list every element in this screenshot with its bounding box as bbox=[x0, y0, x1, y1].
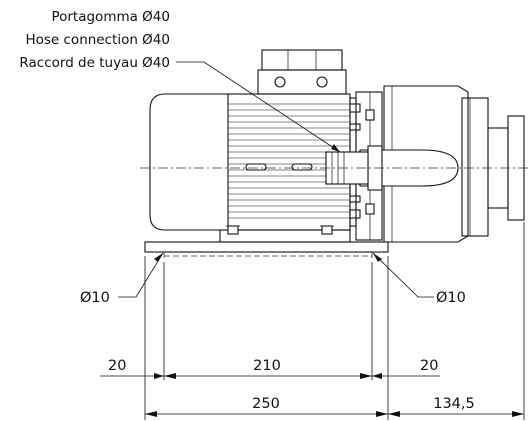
extension-lines bbox=[144, 222, 525, 420]
dimension-left-margin: 20 bbox=[100, 358, 164, 379]
nameplate-slot-left bbox=[245, 163, 267, 171]
lantern-bolt-top bbox=[365, 109, 375, 121]
hole-callout-right: Ø10 bbox=[372, 252, 466, 306]
base-plate-body bbox=[144, 241, 389, 253]
label-italian: Portagomma Ø40 bbox=[51, 9, 170, 25]
hole-left-label: Ø10 bbox=[80, 290, 110, 306]
suction-inlet bbox=[359, 149, 459, 187]
terminal-box-top bbox=[261, 49, 343, 71]
nameplate-slot-right bbox=[291, 163, 313, 171]
terminal-box-screw-right bbox=[316, 76, 328, 88]
motor-feet bbox=[219, 229, 351, 243]
dim-left-margin-value: 20 bbox=[108, 358, 126, 374]
label-french: Raccord de tuyau Ø40 bbox=[19, 55, 170, 71]
label-english: Hose connection Ø40 bbox=[25, 32, 170, 48]
dim-right-margin-value: 20 bbox=[420, 358, 438, 374]
flange-bolt-upper bbox=[349, 103, 361, 113]
lantern-bolt-bottom bbox=[365, 203, 375, 215]
terminal-box bbox=[257, 69, 347, 95]
dim-pump-length-value: 134,5 bbox=[433, 396, 475, 412]
motor-rear-cover bbox=[149, 93, 228, 231]
hose-connection-label: Portagomma Ø40 Hose connection Ø40 Racco… bbox=[19, 9, 341, 153]
foot-bolt-right bbox=[321, 225, 333, 235]
flange-bolt-upper-2 bbox=[349, 123, 361, 131]
foot-bolt-left bbox=[227, 225, 239, 235]
hose-leader-arrow bbox=[331, 144, 340, 152]
dim-hole-spacing-value: 210 bbox=[253, 358, 281, 374]
dimension-right-margin: 20 bbox=[372, 358, 440, 379]
flange-bolt-lower bbox=[349, 209, 361, 219]
dimension-base-length: 250 bbox=[145, 396, 388, 417]
discharge-flange bbox=[461, 97, 489, 237]
hole-callout-left: Ø10 bbox=[80, 252, 164, 306]
electric-motor bbox=[149, 49, 383, 241]
dimension-hole-spacing: 210 bbox=[164, 358, 372, 379]
terminal-box-screw-left bbox=[274, 76, 286, 88]
hole-right-label: Ø10 bbox=[436, 290, 466, 306]
base-plate bbox=[144, 225, 389, 260]
flange-bolt-lower-2 bbox=[349, 195, 361, 203]
dim-base-length-value: 250 bbox=[252, 396, 280, 412]
dimension-pump-length: 134,5 bbox=[388, 396, 524, 417]
cooling-fins bbox=[228, 103, 350, 219]
